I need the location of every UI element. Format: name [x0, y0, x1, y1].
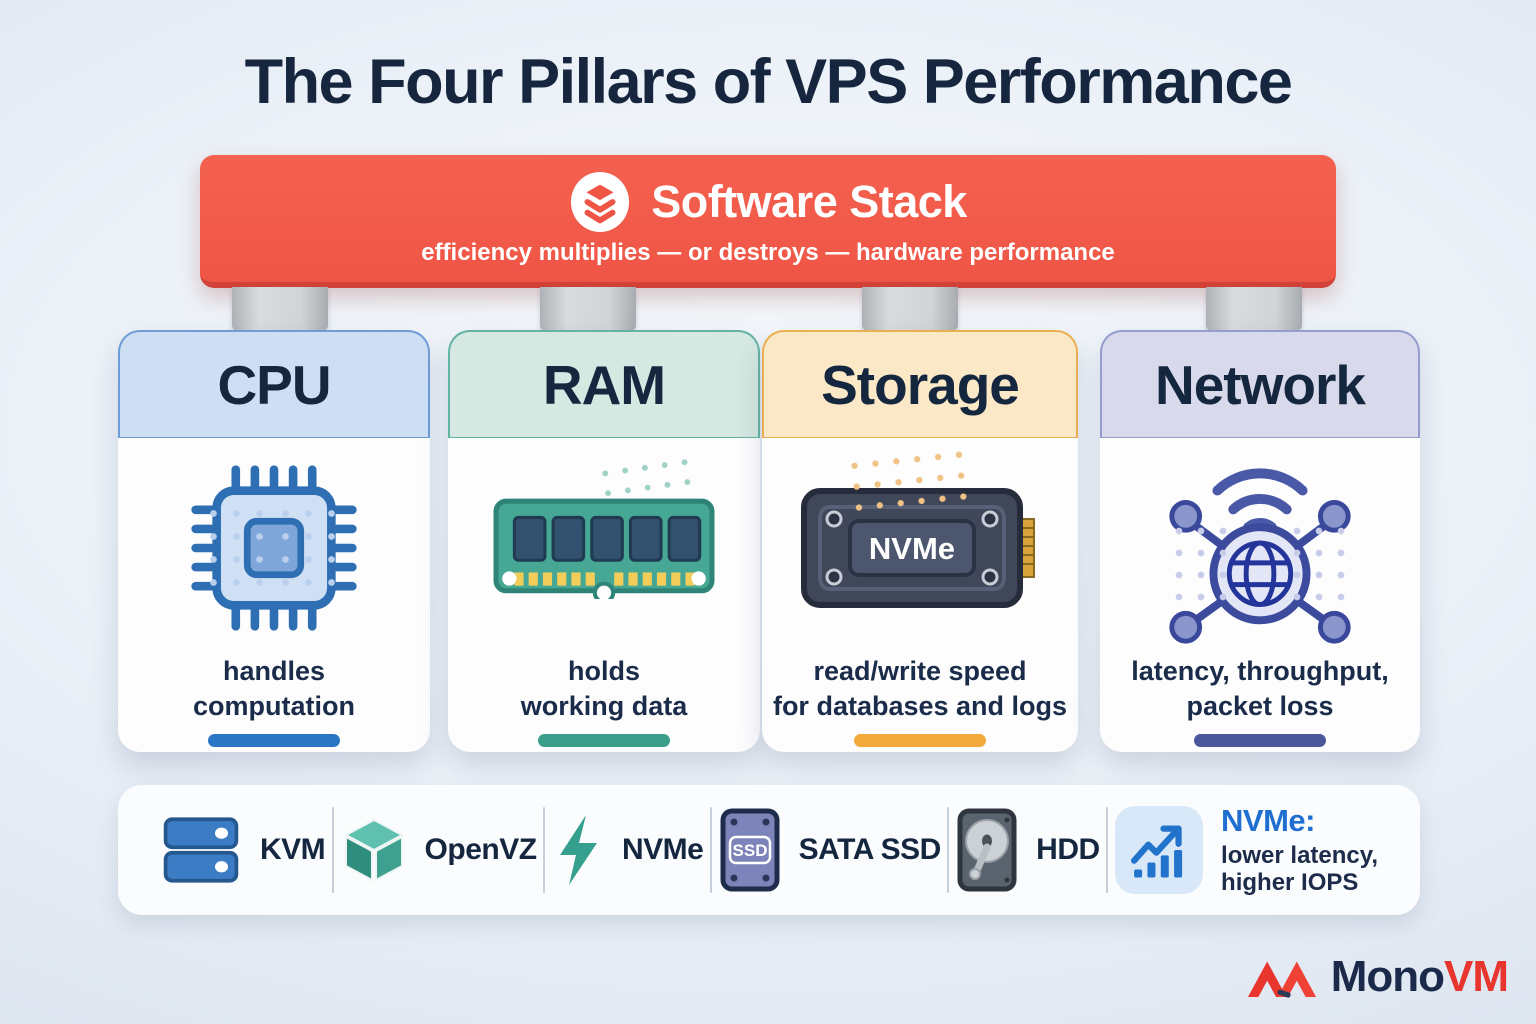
page-title: The Four Pillars of VPS Performance [244, 47, 1293, 117]
legend-item-nvme: NVMe [552, 813, 704, 887]
lightning-bolt-icon [559, 815, 597, 885]
pillar-title-network: Network [1100, 330, 1420, 438]
legend-divider [543, 807, 546, 893]
ram-stick-icon [493, 498, 715, 599]
legend-divider [947, 807, 950, 893]
globe-network-icon [1169, 468, 1351, 644]
ssd-icon-label: SSD [732, 841, 767, 860]
chart-up-icon-badge [1115, 805, 1204, 894]
brand-name-accent: VM [1444, 952, 1509, 1001]
legend-label: OpenVZ [424, 833, 538, 866]
cpu-chip-icon [191, 465, 357, 631]
banner-subtitle: efficiency multiplies — or destroys — ha… [421, 238, 1115, 266]
connector-ram [540, 287, 636, 331]
accent-bar-cpu [208, 734, 340, 747]
brand-name: MonoVM [1330, 952, 1509, 1002]
connector-cpu [232, 287, 328, 331]
connector-network [1206, 287, 1302, 331]
legend-label: SATA SSD [798, 833, 942, 866]
software-stack-banner: Software Stack efficiency multiplies — o… [200, 155, 1336, 288]
legend-item-hdd: HDD [956, 807, 1100, 893]
accent-bar-ram [538, 734, 670, 747]
connector-storage [862, 287, 958, 331]
legend-divider [1106, 807, 1109, 893]
monovm-logo-icon [1247, 961, 1316, 998]
chart-up-icon [1131, 825, 1183, 878]
legend-item-kvm: KVM [160, 811, 326, 889]
legend-item-nvme-note: NVMe: lower latency, higher IOPS [1115, 803, 1378, 897]
pillar-title-cpu: CPU [118, 330, 430, 438]
nvme-drive-label: NVMe [869, 531, 955, 566]
ssd-icon: SSD [720, 808, 780, 892]
accent-bar-storage [854, 734, 986, 747]
legend-divider [709, 807, 712, 893]
accent-bar-network [1194, 734, 1326, 747]
nvme-note-description: lower latency, higher IOPS [1221, 841, 1378, 897]
pillar-card-storage: Storage NVMe read/writ [762, 330, 1078, 752]
legend-label: NVMe [621, 833, 704, 866]
pillar-desc-network: latency, throughput, packet loss [1131, 656, 1389, 722]
pillar-desc-ram: holds working data [520, 656, 688, 722]
brand-logo: MonoVM [1245, 948, 1509, 1006]
hdd-icon [957, 808, 1017, 892]
legend-item-sata-ssd: SSD SATA SSD [719, 807, 941, 893]
nvme-note-title: NVMe: [1221, 803, 1315, 839]
legend-label: KVM [260, 833, 326, 866]
brand-name-primary: Mono [1330, 952, 1445, 1001]
pillar-card-ram: RAM [448, 330, 760, 752]
legend-divider [331, 807, 334, 893]
legend-item-openvz: OpenVZ [341, 816, 537, 884]
cube-icon [343, 818, 404, 882]
legend-strip: KVM OpenVZ NVMe SSD [118, 785, 1420, 915]
legend-label: HDD [1036, 833, 1100, 866]
layer-stack-icon [571, 171, 630, 232]
nvme-drive-icon: NVMe [801, 488, 1035, 608]
pillar-desc-cpu: handles computation [193, 656, 355, 722]
banner-title: Software Stack [651, 175, 967, 227]
pillar-card-network: Network [1100, 330, 1420, 752]
pillar-card-cpu: CPU handles computation [118, 330, 430, 752]
pillar-title-storage: Storage [762, 330, 1078, 438]
server-stack-icon [163, 817, 239, 883]
pillar-title-ram: RAM [448, 330, 760, 438]
pillar-desc-storage: read/write speed for databases and logs [772, 656, 1068, 722]
